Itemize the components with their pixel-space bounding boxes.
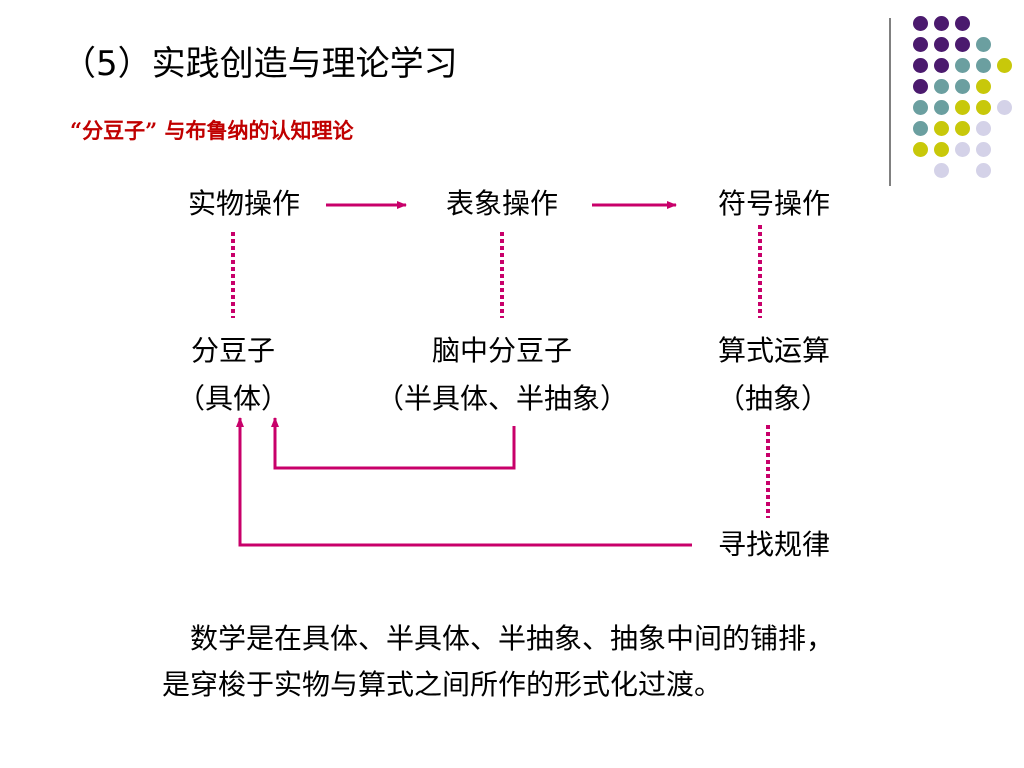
dot bbox=[955, 121, 970, 136]
dot bbox=[934, 37, 949, 52]
dot bbox=[955, 37, 970, 52]
feedback-pattern-to-concrete bbox=[236, 417, 692, 547]
example-symbolic-line1: 算式运算 bbox=[717, 334, 830, 367]
slide-title: （5）实践创造与理论学习 bbox=[62, 44, 458, 84]
slide-subtitle: “分豆子” 与布鲁纳的认知理论 bbox=[70, 118, 354, 143]
dot bbox=[934, 163, 949, 178]
dot bbox=[934, 79, 949, 94]
pattern-label: 寻找规律 bbox=[717, 528, 830, 561]
dot bbox=[976, 100, 991, 115]
decorative-dot-grid bbox=[905, 10, 1015, 178]
dot bbox=[934, 142, 949, 157]
dot bbox=[934, 100, 949, 115]
dot bbox=[934, 16, 949, 31]
example-iconic-line1: 脑中分豆子 bbox=[431, 334, 572, 367]
dot bbox=[913, 37, 928, 52]
dot bbox=[913, 58, 928, 73]
dot bbox=[997, 58, 1012, 73]
example-symbolic-line2: （抽象） bbox=[716, 382, 829, 415]
stage-iconic-label: 表象操作 bbox=[445, 187, 558, 220]
dot bbox=[976, 121, 991, 136]
stage-concrete-label: 实物操作 bbox=[187, 187, 300, 220]
dot bbox=[913, 121, 928, 136]
feedback-iconic-to-concrete bbox=[271, 417, 516, 470]
conclusion-line-2: 是穿梭于实物与算式之间所作的形式化过渡。 bbox=[162, 668, 723, 701]
example-iconic-line2: （半具体、半抽象） bbox=[375, 382, 628, 415]
dot bbox=[955, 100, 970, 115]
dot bbox=[913, 100, 928, 115]
dot bbox=[976, 142, 991, 157]
dot bbox=[976, 37, 991, 52]
dot bbox=[913, 142, 928, 157]
dot bbox=[934, 58, 949, 73]
dot bbox=[955, 79, 970, 94]
dot bbox=[955, 58, 970, 73]
dot bbox=[913, 16, 928, 31]
example-concrete-line1: 分豆子 bbox=[190, 334, 275, 367]
dot bbox=[976, 163, 991, 178]
dot bbox=[976, 58, 991, 73]
example-concrete-line2: （具体） bbox=[176, 382, 289, 415]
dot bbox=[934, 121, 949, 136]
dot bbox=[913, 79, 928, 94]
vertical-divider bbox=[889, 18, 891, 186]
conclusion-paragraph: 数学是在具体、半具体、半抽象、抽象中间的铺排， 是穿梭于实物与算式之间所作的形式… bbox=[162, 616, 992, 708]
conclusion-line-1: 数学是在具体、半具体、半抽象、抽象中间的铺排， bbox=[162, 622, 835, 655]
stage-symbolic-label: 符号操作 bbox=[717, 187, 830, 220]
dot bbox=[955, 16, 970, 31]
dot bbox=[976, 79, 991, 94]
dot bbox=[997, 100, 1012, 115]
dot bbox=[955, 142, 970, 157]
